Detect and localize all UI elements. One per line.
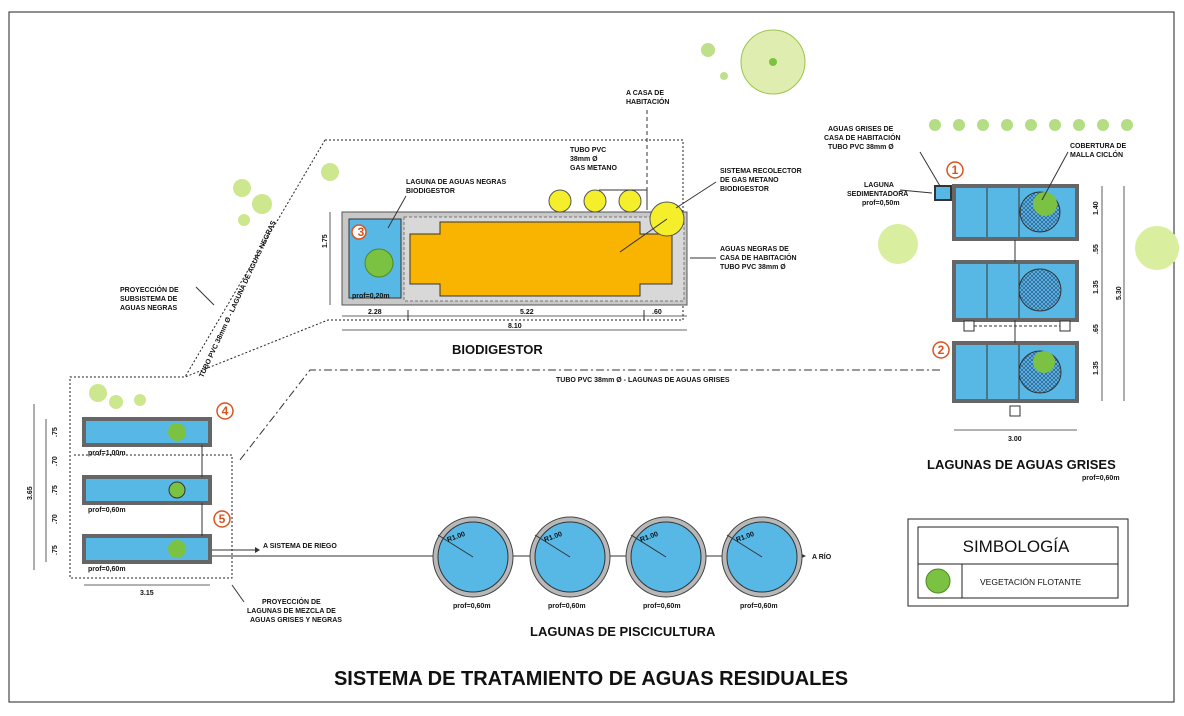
inlet-label-1: AGUAS NEGRAS DE xyxy=(720,246,789,253)
riego-label: A SISTEMA DE RIEGO xyxy=(263,543,337,550)
mixing-lagoons xyxy=(33,402,234,586)
mixing-lagoon-1 xyxy=(82,417,212,447)
pipe-label-1: TUBO PVC xyxy=(570,147,606,154)
tree-icons-side xyxy=(89,163,1179,409)
biodigestor-title: BIODIGESTOR xyxy=(452,342,543,357)
pisc-prof-3: prof=0,60m xyxy=(643,603,681,610)
floating-vegetation-icon xyxy=(364,248,394,278)
marker-4-label: 4 xyxy=(222,404,229,418)
pipe-grey-label: TUBO PVC 38mm Ø - LAGUNAS DE AGUAS GRISE… xyxy=(556,377,730,384)
marker-2-label: 2 xyxy=(938,343,945,357)
pipe-black-label: TUBO PVC 38mm Ø - LAGUNA DE AGUAS NEGRAS xyxy=(198,220,277,379)
dim-810: 8.10 xyxy=(508,323,522,330)
projection-black-1: PROYECCIÓN DE xyxy=(120,285,179,294)
tree-icons-top xyxy=(701,29,806,95)
gas-tank-icon xyxy=(548,189,572,213)
dim-065: .65 xyxy=(1093,324,1100,334)
mix-projection-2: LAGUNAS DE MEZCLA DE xyxy=(247,608,336,615)
mix-prof-3: prof=0,60m xyxy=(88,566,126,573)
grey-inlet-2: CASA DE HABITACIÓN xyxy=(824,133,901,142)
pisc-prof-4: prof=0,60m xyxy=(740,603,778,610)
biodigestor-prof: prof=0,20m xyxy=(352,293,390,300)
gas-tank-icon xyxy=(583,189,607,213)
legend-title: SIMBOLOGÍA xyxy=(963,537,1070,556)
cover-label-1: COBERTURA DE xyxy=(1070,143,1126,150)
dim-mix-075c: .75 xyxy=(52,545,59,555)
marker-2 xyxy=(932,341,950,359)
dim-300: 3.00 xyxy=(1008,436,1022,443)
dim-055: .55 xyxy=(1093,244,1100,254)
tree-row-icons xyxy=(929,119,1133,131)
digester-tank xyxy=(409,221,673,297)
grey-pipe-line xyxy=(239,369,940,461)
dim-mix-365: 3.65 xyxy=(27,486,34,500)
dim-140: 1.40 xyxy=(1093,201,1100,215)
gas-label-1: SISTEMA RECOLECTOR xyxy=(720,168,802,175)
vegetation-icon xyxy=(925,568,951,594)
dim-530: 5.30 xyxy=(1116,286,1123,300)
dim-135a: 1.35 xyxy=(1093,280,1100,294)
inlet-label-2: CASA DE HABITACIÓN xyxy=(720,253,797,262)
marker-3-label: 3 xyxy=(358,225,365,239)
legend-box xyxy=(907,518,1129,607)
projection-black-3: AGUAS NEGRAS xyxy=(120,305,178,312)
mix-projection-1: PROYECCIÓN DE xyxy=(262,597,321,606)
dim-mix-075a: .75 xyxy=(52,427,59,437)
cover-label-2: MALLA CICLÓN xyxy=(1070,150,1123,159)
grey-lagoons xyxy=(932,161,1125,431)
marker-3 xyxy=(351,224,367,240)
biodigestor xyxy=(341,110,688,306)
grey-title: LAGUNAS DE AGUAS GRISES xyxy=(927,457,1116,472)
mixing-lagoon-2 xyxy=(82,475,212,505)
sediment-label-3: prof=0,50m xyxy=(862,200,900,207)
marker-1-label: 1 xyxy=(952,163,959,177)
house-label-1: A CASA DE xyxy=(626,90,664,97)
dim-228: 2.28 xyxy=(368,309,382,316)
grey-inlet-1: AGUAS GRISES DE xyxy=(828,126,894,133)
dim-mix-070b: .70 xyxy=(52,514,59,524)
projection-black-diagonal xyxy=(184,139,326,378)
dim-mix-315: 3.15 xyxy=(140,590,154,597)
pisc-prof-2: prof=0,60m xyxy=(548,603,586,610)
dim-135b: 1.35 xyxy=(1093,361,1100,375)
mixing-lagoon-3 xyxy=(82,534,212,564)
mix-prof-1: prof=1,00m xyxy=(88,450,126,457)
sediment-label-1: LAGUNA xyxy=(864,182,894,189)
house-label-2: HABITACIÓN xyxy=(626,97,669,106)
projection-black-2: SUBSISTEMA DE xyxy=(120,296,178,303)
page-title: SISTEMA DE TRATAMIENTO DE AGUAS RESIDUAL… xyxy=(334,668,848,690)
pisc-prof-1: prof=0,60m xyxy=(453,603,491,610)
dim-mix-075b: .75 xyxy=(52,485,59,495)
marker-5 xyxy=(213,510,231,528)
marker-1 xyxy=(946,161,964,179)
legend-item: VEGETACIÓN FLOTANTE xyxy=(980,577,1082,587)
pipe-label-3: GAS METANO xyxy=(570,165,617,172)
sediment-label-2: SEDIMENTADORA xyxy=(847,191,908,198)
biodigestor-dimensions xyxy=(329,212,687,331)
grey-inlet-3: TUBO PVC 38mm Ø xyxy=(828,144,894,151)
lagoon-label-1: LAGUNA DE AGUAS NEGRAS xyxy=(406,179,507,186)
fish-ponds xyxy=(212,516,806,598)
dim-060: .60 xyxy=(652,309,662,316)
dim-175: 1.75 xyxy=(322,234,329,248)
mix-prof-2: prof=0,60m xyxy=(88,507,126,514)
gas-label-2: DE GAS METANO xyxy=(720,177,779,184)
gas-label-3: BIODIGESTOR xyxy=(720,186,769,193)
sheet-border xyxy=(8,11,1175,703)
dim-mix-070a: .70 xyxy=(52,456,59,466)
dim-522: 5.22 xyxy=(520,309,534,316)
marker-4 xyxy=(216,402,234,420)
inlet-label-3: TUBO PVC 38mm Ø xyxy=(720,264,786,271)
marker-5-label: 5 xyxy=(219,512,226,526)
lagoon-label-2: BIODIGESTOR xyxy=(406,188,455,195)
pipe-label-2: 38mm Ø xyxy=(570,156,598,163)
mix-projection-3: AGUAS GRISES Y NEGRAS xyxy=(250,617,342,624)
gas-tank-icon xyxy=(618,189,642,213)
pisc-title: LAGUNAS DE PISCICULTURA xyxy=(530,624,716,639)
rio-label: A RÍO xyxy=(812,552,832,561)
grey-prof: prof=0,60m xyxy=(1082,475,1120,482)
